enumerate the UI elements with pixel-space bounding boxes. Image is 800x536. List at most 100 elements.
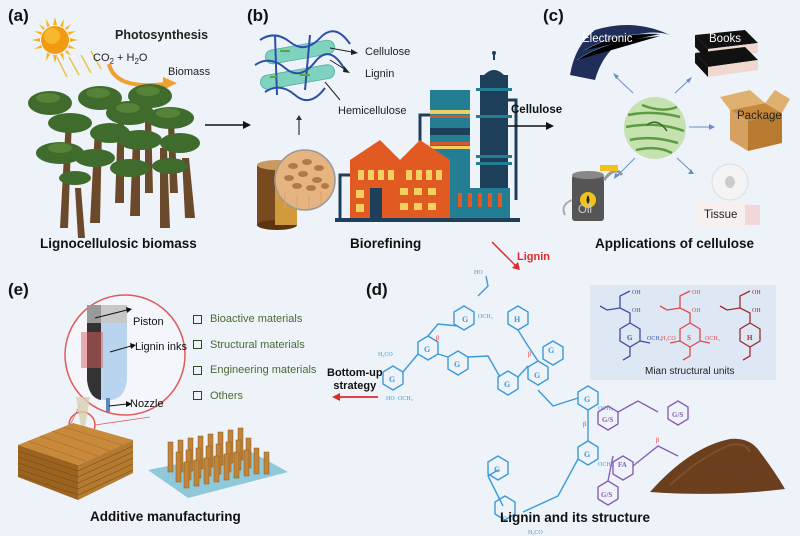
svg-text:G: G — [454, 360, 460, 369]
o-text: O — [138, 52, 148, 64]
books-icon — [695, 30, 758, 77]
panel-label-e: (e) — [8, 280, 29, 299]
caption-e: Additive manufacturing — [90, 509, 241, 524]
plus-h-text: + H — [113, 52, 135, 64]
svg-text:OH: OH — [752, 290, 761, 296]
printed-pillar-array — [148, 427, 288, 498]
component-lignin: Lignin — [365, 68, 395, 80]
up-arrow — [296, 115, 302, 135]
svg-text:OH: OH — [632, 290, 641, 296]
h2o-subscript: 2 — [134, 57, 139, 67]
component-pointer-arrows — [324, 47, 358, 101]
svg-text:OCH₃: OCH₃ — [598, 462, 613, 468]
unit-letter-h: H — [747, 334, 753, 342]
svg-text:β: β — [528, 352, 531, 358]
part-lignin-inks: Lignin inks — [135, 341, 187, 353]
svg-text:OH: OH — [632, 308, 641, 314]
svg-text:G: G — [389, 375, 395, 384]
s-unit-structure — [659, 290, 711, 361]
caption-b: Biorefining — [350, 236, 422, 251]
svg-text:OCH₃: OCH₃ — [478, 314, 493, 320]
svg-text:G: G — [424, 345, 430, 354]
svg-text:G/S: G/S — [601, 491, 612, 499]
strategy-line1: Bottom-up — [327, 367, 383, 379]
material-item: Engineering materials — [193, 363, 316, 377]
wood-log-icon — [257, 149, 336, 230]
biomass-label: Biomass — [168, 66, 211, 78]
co2-text: CO — [93, 52, 110, 64]
arrow-a-to-b — [205, 121, 251, 129]
panel-label-a: (a) — [8, 6, 29, 25]
co2-subscript: 2 — [109, 57, 114, 67]
svg-text:OH: OH — [692, 308, 701, 314]
reaction-formula: CO2 + H2O — [93, 52, 147, 66]
material-label: Engineering materials — [210, 364, 317, 376]
forest-illustration — [28, 84, 200, 238]
solar-panel-icon — [570, 25, 670, 80]
svg-text:G: G — [504, 380, 510, 389]
lignin-powder-pile — [650, 438, 785, 494]
svg-text:OH: OH — [692, 290, 701, 296]
unit-letter-g: G — [627, 334, 633, 342]
caption-c: Applications of cellulose — [595, 236, 755, 251]
app-tissue: Tissue — [704, 209, 738, 221]
svg-text:HO: HO — [386, 396, 395, 402]
svg-text:OH: OH — [752, 308, 761, 314]
sun-icon — [32, 17, 78, 63]
svg-text:G: G — [494, 465, 500, 474]
svg-text:G/S: G/S — [602, 416, 613, 424]
svg-text:β: β — [583, 422, 586, 428]
app-package: Package — [737, 110, 782, 122]
svg-text:G: G — [584, 450, 590, 459]
cellulose-fiber-circle-icon — [624, 97, 686, 159]
svg-text:H: H — [514, 315, 521, 324]
bottom-up-arrow — [332, 393, 378, 401]
materials-list: Bioactive materials Structural materials… — [193, 312, 316, 403]
app-books: Books — [709, 33, 741, 45]
checkbox-icon — [193, 391, 202, 400]
printed-lattice-block — [17, 423, 134, 500]
svg-text:β: β — [436, 336, 439, 342]
arrow-b-to-c — [508, 122, 554, 130]
svg-text:G: G — [584, 395, 590, 404]
svg-text:H₃CO: H₃CO — [661, 336, 676, 342]
photosynthesis-title: Photosynthesis — [115, 28, 209, 42]
panel-label-c: (c) — [543, 6, 564, 25]
component-cellulose: Cellulose — [365, 46, 411, 58]
svg-text:G: G — [501, 515, 507, 524]
sun-rays — [56, 50, 102, 78]
structural-units-box — [590, 285, 776, 380]
caption-d: Lignin and its structure — [500, 510, 651, 525]
component-hemicellulose: Hemicellulose — [338, 105, 407, 117]
material-item: Structural materials — [193, 338, 316, 352]
svg-text:OCH₃: OCH₃ — [398, 396, 413, 402]
material-label: Structural materials — [210, 338, 305, 351]
g-unit-structure — [599, 290, 651, 361]
caption-a: Lignocellulosic biomass — [40, 236, 197, 251]
cellulose-arrow-label: Cellulose — [511, 104, 563, 116]
svg-text:G: G — [548, 346, 554, 355]
material-item: Bioactive materials — [193, 312, 316, 326]
pillars — [167, 427, 270, 489]
printer-nozzle-magnified — [64, 294, 186, 416]
svg-text:G: G — [534, 371, 540, 380]
tissue-roll-icon — [695, 163, 760, 227]
svg-text:FA: FA — [618, 461, 627, 469]
h-unit-structure — [719, 290, 761, 361]
strategy-line2: strategy — [333, 380, 377, 392]
strategy-label: Bottom-up strategy — [327, 367, 383, 393]
svg-text:OCH₃: OCH₃ — [598, 406, 613, 412]
svg-text:G/S: G/S — [672, 411, 683, 419]
svg-text:HO: HO — [474, 270, 483, 276]
svg-text:β: β — [656, 438, 659, 444]
checkbox-icon — [193, 314, 202, 324]
svg-text:H₃CO: H₃CO — [378, 352, 393, 358]
panel-label-b: (b) — [247, 6, 269, 25]
part-piston: Piston — [133, 316, 164, 328]
unit-letter-s: S — [687, 334, 691, 342]
material-item: Others — [193, 389, 316, 403]
app-electronic: Electronic — [582, 33, 633, 45]
lignin-arrow-label: Lignin — [517, 251, 550, 263]
